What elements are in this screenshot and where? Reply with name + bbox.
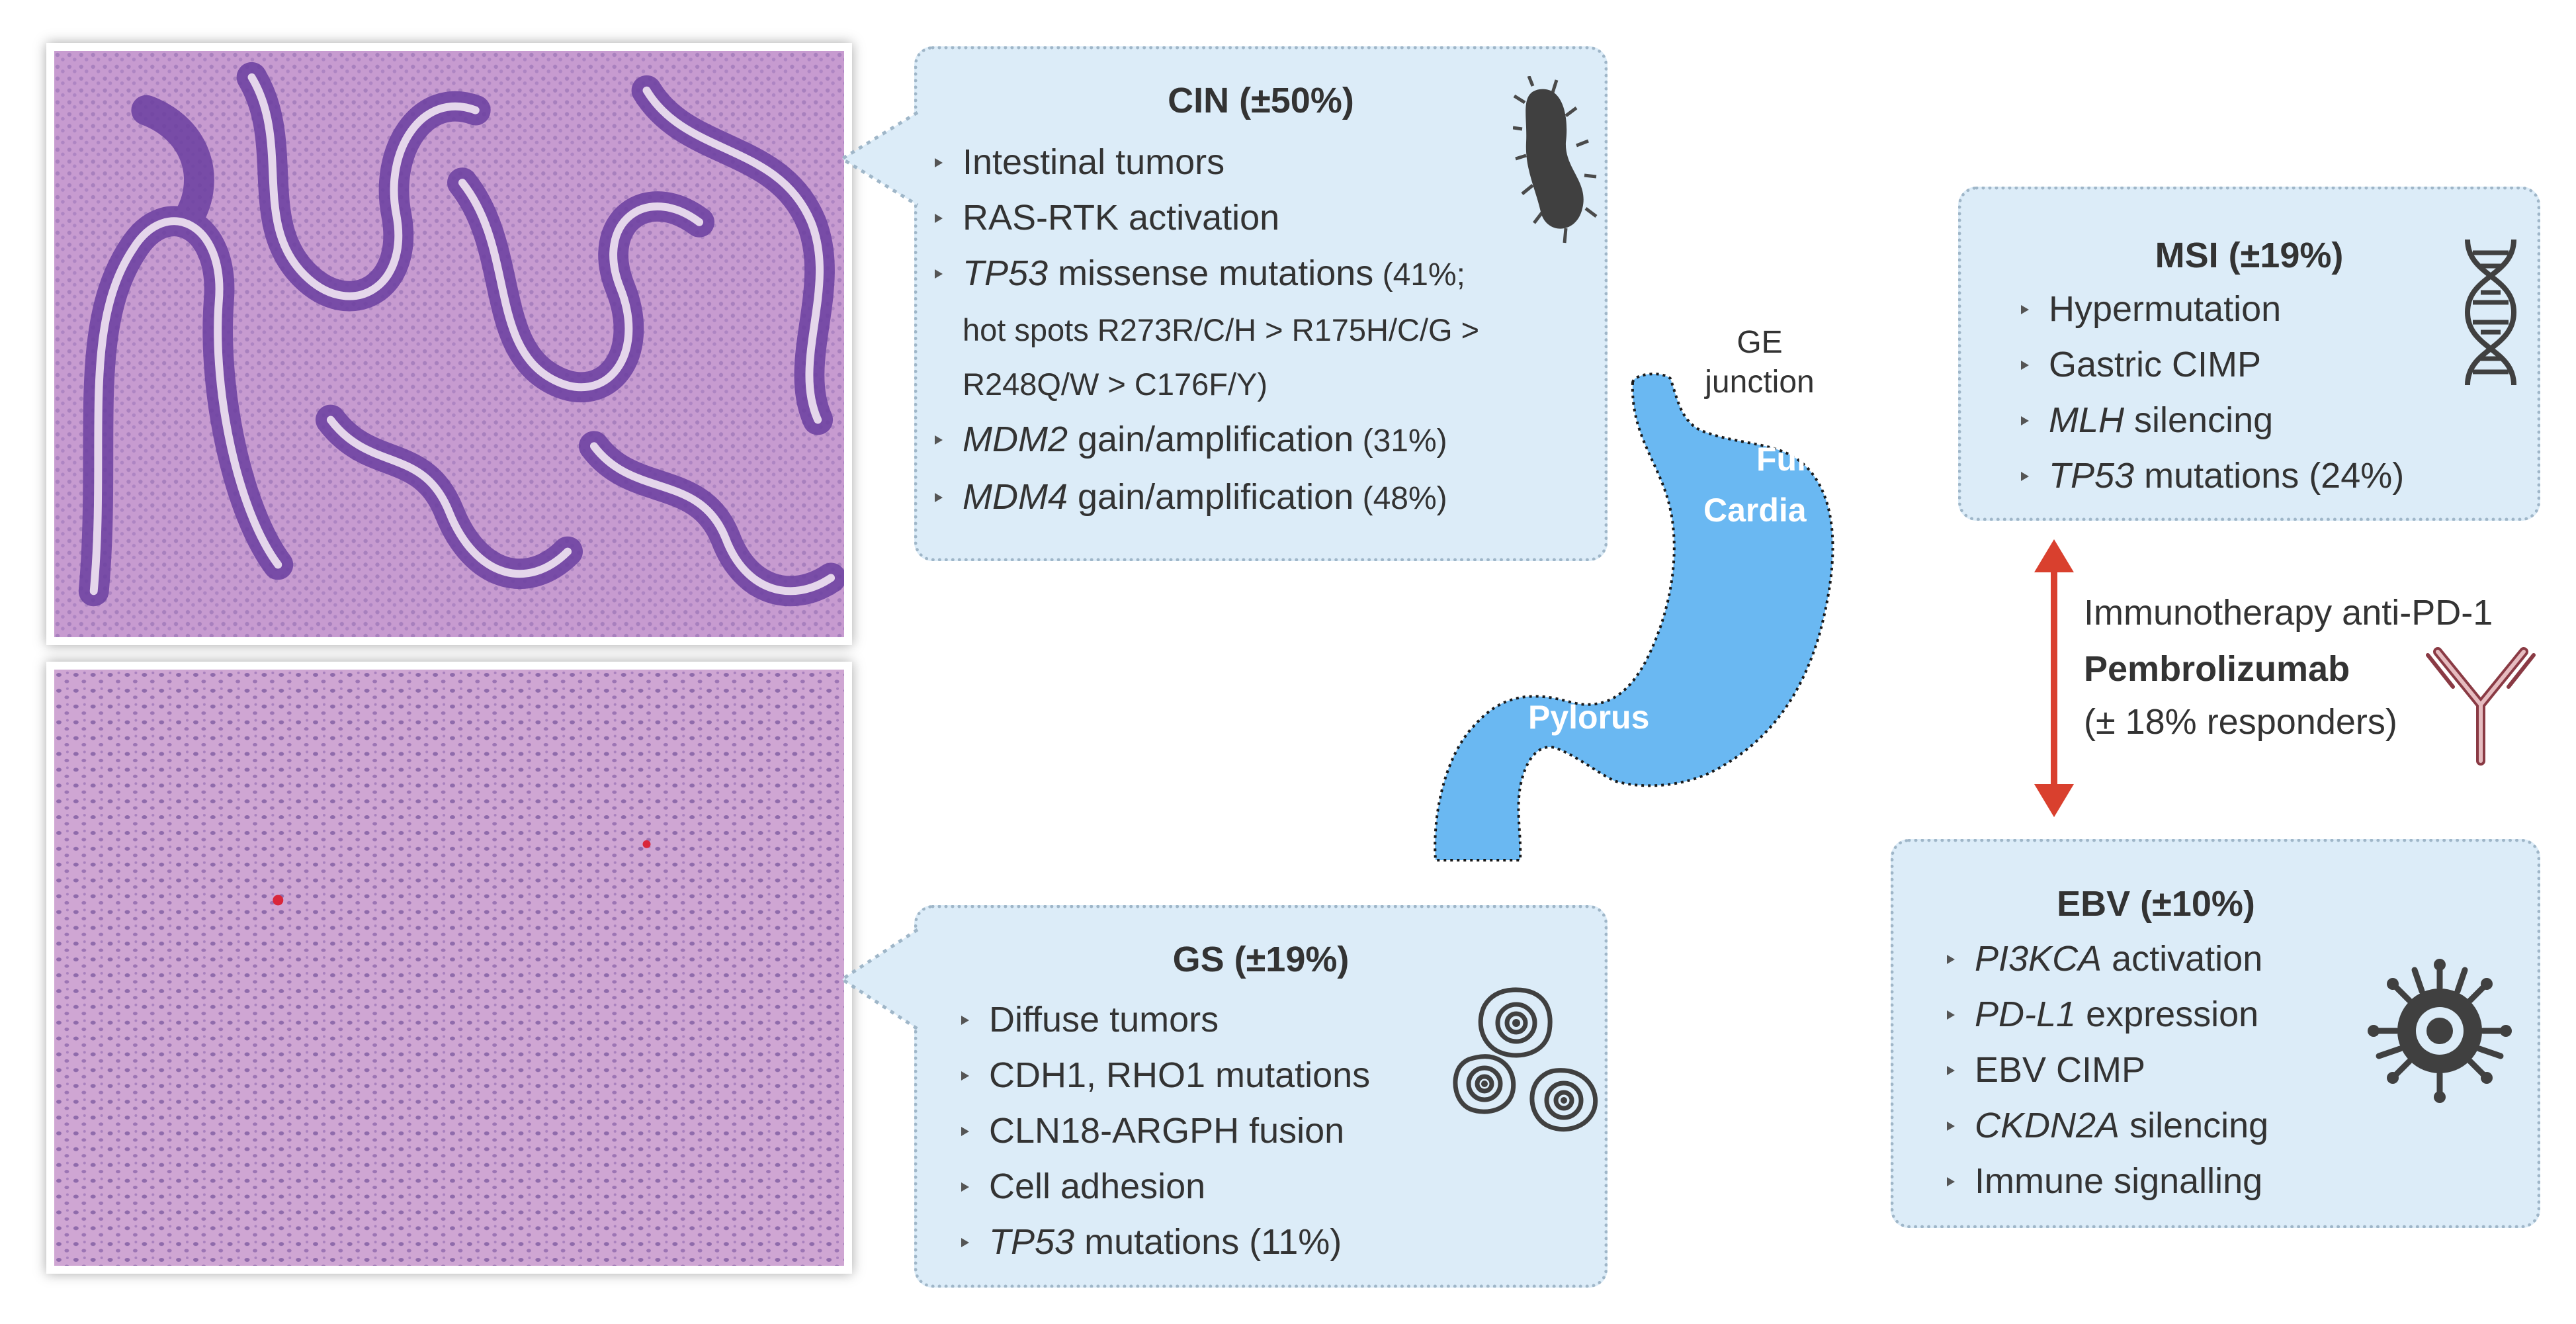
cin-list: Intestinal tumors RAS-RTK activation TP5… — [928, 134, 1479, 527]
cin-callout-pointer — [839, 110, 919, 207]
stomach-diagram — [1434, 373, 1834, 861]
histology-image-intestinal — [46, 43, 852, 645]
cin-title: CIN (±50%) — [1168, 81, 1354, 120]
dna-icon — [2464, 239, 2517, 386]
ebv-list: PI3KCA activation PD-L1 expression EBV C… — [1940, 931, 2268, 1209]
cardia-label: Cardia — [1703, 492, 1807, 529]
msi-title: MSI (±19%) — [2155, 236, 2344, 275]
msi-subtype-box: MSI (±19%) Hypermutation Gastric CIMP ML… — [1958, 187, 2540, 521]
ebv-item-4: CKDN2A silencing — [1940, 1098, 2268, 1153]
fundus-label: Fundus — [1756, 441, 1876, 478]
stomach-shape — [1434, 373, 1834, 861]
cin-item-5: MDM4 gain/amplification (48%) — [928, 469, 1479, 527]
body-label: Body — [1821, 623, 1903, 660]
msi-item-4: TP53 mutations (24%) — [2014, 448, 2404, 504]
ebv-title: EBV (±10%) — [2057, 884, 2255, 924]
cin-item-2: RAS-RTK activation — [928, 190, 1479, 245]
ebv-subtype-box: EBV (±10%) PI3KCA activation PD-L1 expre… — [1891, 839, 2540, 1228]
histology-image-diffuse — [46, 662, 852, 1274]
gs-callout-pointer — [839, 928, 919, 1031]
cin-item-4: MDM2 gain/amplification (31%) — [928, 412, 1479, 469]
gs-item-5: TP53 mutations (11%) — [955, 1214, 1370, 1270]
bacterium-icon — [1513, 76, 1598, 243]
ge-junction-label: GE junction — [1694, 323, 1826, 402]
gs-item-2: CDH1, RHO1 mutations — [955, 1047, 1370, 1103]
ebv-item-2: PD-L1 expression — [1940, 987, 2268, 1042]
cin-item-1: Intestinal tumors — [928, 134, 1479, 190]
gs-item-1: Diffuse tumors — [955, 992, 1370, 1047]
msi-list: Hypermutation Gastric CIMP MLH silencing… — [2014, 281, 2404, 504]
therapy-line1: Immunotherapy anti-PD-1 — [2084, 593, 2493, 633]
gs-subtype-box: GS (±19%) Diffuse tumors CDH1, RHO1 muta… — [914, 905, 1608, 1288]
msi-item-1: Hypermutation — [2014, 281, 2404, 337]
therapy-line3: (± 18% responders) — [2084, 702, 2397, 742]
ebv-item-1: PI3KCA activation — [1940, 931, 2268, 987]
cells-icon — [1453, 987, 1598, 1132]
ebv-item-5: Immune signalling — [1940, 1153, 2268, 1209]
ebv-item-3: EBV CIMP — [1940, 1042, 2268, 1098]
msi-item-3: MLH silencing — [2014, 392, 2404, 448]
therapy-line2: Pembrolizumab — [2084, 649, 2350, 689]
ge-label-line1: GE — [1737, 325, 1783, 360]
ge-label-line2: junction — [1705, 365, 1815, 400]
pylorus-label: Pylorus — [1528, 699, 1650, 736]
cin-item-3: TP53 missense mutations (41%; — [928, 245, 1479, 303]
cin-subtype-box: CIN (±50%) Intestinal tumors RAS-RTK act… — [914, 46, 1608, 561]
virus-icon — [2368, 959, 2512, 1103]
gs-item-3: CLN18-ARGPH fusion — [955, 1103, 1370, 1159]
cin-item-3-detail-2: R248Q/W > C176F/Y) — [963, 367, 1268, 402]
antibody-icon — [2426, 647, 2536, 766]
gs-title: GS (±19%) — [1172, 940, 1350, 979]
cin-item-3-detail-1: hot spots R273R/C/H > R175H/C/G > — [963, 312, 1480, 347]
gs-item-4: Cell adhesion — [955, 1159, 1370, 1214]
msi-item-2: Gastric CIMP — [2014, 337, 2404, 392]
double-arrow — [2034, 539, 2074, 817]
gs-list: Diffuse tumors CDH1, RHO1 mutations CLN1… — [955, 992, 1370, 1270]
